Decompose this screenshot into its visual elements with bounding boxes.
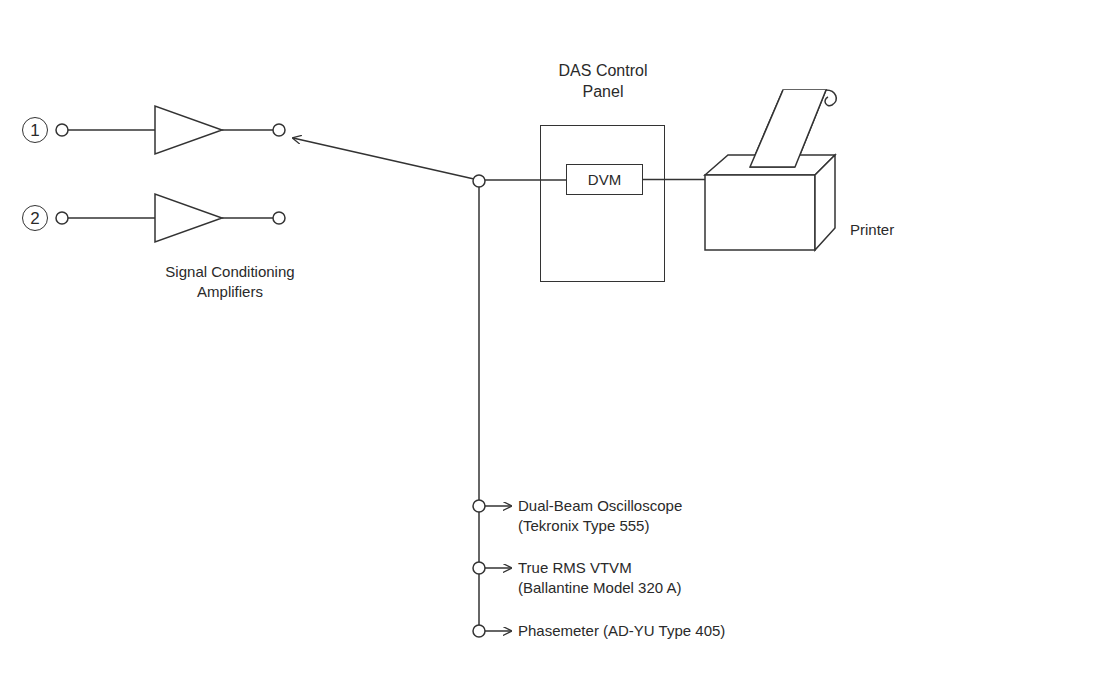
instrument-label: Phasemeter (AD-YU Type 405) — [518, 621, 725, 641]
input-terminal — [56, 124, 68, 136]
printer: Printer — [705, 80, 945, 252]
wire — [478, 574, 480, 625]
wire — [68, 217, 155, 219]
wire — [478, 512, 480, 562]
output-terminal — [273, 212, 285, 224]
group-label: Signal Conditioning Amplifiers — [150, 262, 310, 302]
junction — [473, 562, 485, 574]
selector-switch — [293, 138, 474, 179]
amplifier-symbol — [155, 106, 222, 154]
input-terminal — [56, 212, 68, 224]
junction — [473, 175, 485, 187]
control-panel: DAS Control PanelDVM — [540, 125, 665, 282]
instrument-label: Dual-Beam Oscilloscope (Tekronix Type 55… — [518, 496, 698, 536]
wire — [485, 179, 566, 181]
node-text: 1 — [30, 122, 39, 139]
printer-front — [705, 175, 815, 250]
junction — [473, 625, 485, 637]
wire — [222, 129, 273, 131]
junction — [473, 500, 485, 512]
wire — [478, 187, 480, 500]
signal-arrow — [485, 630, 511, 632]
printer-side — [815, 155, 835, 250]
callout-number: 2 — [22, 205, 48, 231]
printer-paper — [750, 90, 826, 167]
wire — [222, 217, 273, 219]
connector-wire — [643, 179, 705, 181]
paper-curl — [825, 90, 836, 106]
signal-arrow — [485, 567, 511, 569]
output-terminal — [273, 124, 285, 136]
node-text: DAS Control Panel — [551, 60, 655, 102]
wire — [68, 129, 155, 131]
amplifier-symbol — [155, 194, 222, 242]
node-text: Printer — [850, 220, 894, 239]
instrument-label: True RMS VTVM (Ballantine Model 320 A) — [518, 558, 698, 598]
signal-arrow — [485, 505, 511, 507]
node-text: 2 — [30, 210, 39, 227]
dvm-box: DVM — [566, 164, 643, 195]
callout-number: 1 — [22, 117, 48, 143]
node-text: DVM — [579, 170, 630, 189]
